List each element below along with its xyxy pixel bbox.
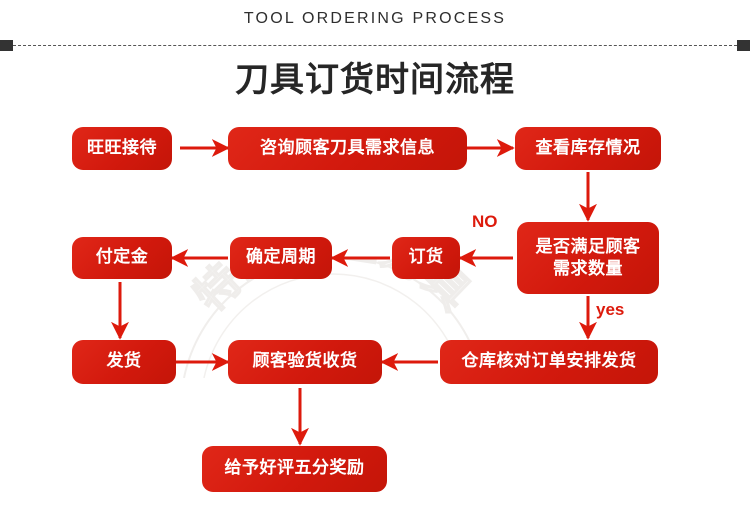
- flow-node-give-five-star-review-reward[interactable]: 给予好评五分奖励: [202, 446, 387, 492]
- header-divider: [0, 38, 750, 52]
- flow-node-check-inventory[interactable]: 查看库存情况: [515, 127, 661, 170]
- flow-node-pay-deposit[interactable]: 付定金: [72, 237, 172, 279]
- flow-node-wangwang-reception[interactable]: 旺旺接待: [72, 127, 172, 170]
- branch-label-yes: yes: [596, 300, 625, 319]
- flow-node-confirm-cycle[interactable]: 确定周期: [230, 237, 332, 279]
- flow-node-decision-meet-demand[interactable]: 是否满足顾客 需求数量: [517, 222, 659, 294]
- flow-node-place-order[interactable]: 订货: [392, 237, 460, 279]
- branch-label-no: NO: [472, 212, 498, 231]
- decision-label-line1: 是否满足顾客: [535, 236, 641, 257]
- flow-node-customer-inspect-receive[interactable]: 顾客验货收货: [228, 340, 382, 384]
- flow-node-consult-customer-requirements[interactable]: 咨询顾客刀具需求信息: [228, 127, 467, 170]
- divider-cap-right: [737, 40, 750, 51]
- flow-node-ship-goods[interactable]: 发货: [72, 340, 176, 384]
- header-en-title: TOOL ORDERING PROCESS: [243, 10, 507, 27]
- page-title: 刀具订货时间流程: [235, 60, 515, 100]
- divider-cap-left: [0, 40, 13, 51]
- flow-node-warehouse-verify-arrange[interactable]: 仓库核对订单安排发货: [440, 340, 658, 384]
- flowchart: 旺旺接待 咨询顾客刀具需求信息 查看库存情况 是否满足顾客 需求数量 订货 确定…: [0, 100, 750, 522]
- decision-label-line2: 需求数量: [553, 259, 623, 279]
- divider-dashed-line: [13, 45, 737, 46]
